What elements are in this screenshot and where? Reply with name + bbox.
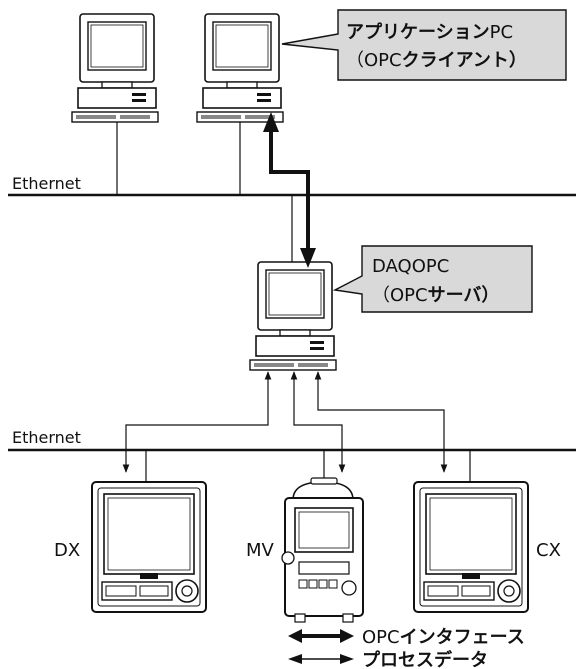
legend-opc-interface-label: インタフェース bbox=[400, 627, 525, 648]
upper-ethernet-label: Ethernet bbox=[12, 174, 81, 193]
client-callout-pc: PC bbox=[490, 22, 513, 43]
svg-text:（OPCサーバ）: （OPCサーバ） bbox=[372, 285, 499, 306]
svg-text:OPCインタフェース: OPCインタフェース bbox=[362, 627, 525, 648]
mv-recorder bbox=[281, 477, 364, 623]
server-callout: DAQOPC （OPCサーバ） bbox=[332, 245, 533, 313]
legend-process-data-label: プロセスデータ bbox=[362, 649, 488, 669]
legend: OPCインタフェース プロセスデータ bbox=[288, 627, 525, 669]
client-pc-left bbox=[71, 13, 159, 123]
device-label-cx: CX bbox=[536, 540, 561, 561]
svg-text:アプリケーションPC: アプリケーションPC bbox=[346, 21, 513, 43]
dx-recorder bbox=[91, 481, 207, 613]
server-callout-opc: （OPC bbox=[372, 285, 428, 306]
legend-opc-interface-symbol bbox=[288, 629, 354, 643]
legend-process-data-symbol bbox=[288, 654, 354, 664]
client-callout-client: クライアント） bbox=[402, 50, 527, 71]
client-pc-right bbox=[196, 13, 284, 123]
opc-interface-arrow bbox=[263, 112, 316, 268]
client-callout-bold: アプリケーション bbox=[346, 21, 490, 43]
svg-text:（OPCクライアント）: （OPCクライアント） bbox=[346, 50, 527, 71]
lower-ethernet-label: Ethernet bbox=[12, 428, 81, 447]
server-pc bbox=[249, 261, 337, 371]
process-data-arrow-dx bbox=[122, 371, 272, 473]
device-label-dx: DX bbox=[54, 540, 80, 561]
process-data-arrow-cx bbox=[314, 371, 448, 473]
server-callout-server: サーバ） bbox=[428, 285, 500, 306]
device-label-mv: MV bbox=[246, 540, 275, 561]
server-callout-title: DAQOPC bbox=[372, 256, 449, 277]
legend-opc-prefix: OPC bbox=[362, 627, 400, 648]
client-callout: アプリケーションPC （OPCクライアント） bbox=[281, 9, 567, 81]
client-callout-opc: （OPC bbox=[346, 50, 402, 71]
cx-recorder bbox=[413, 481, 529, 613]
